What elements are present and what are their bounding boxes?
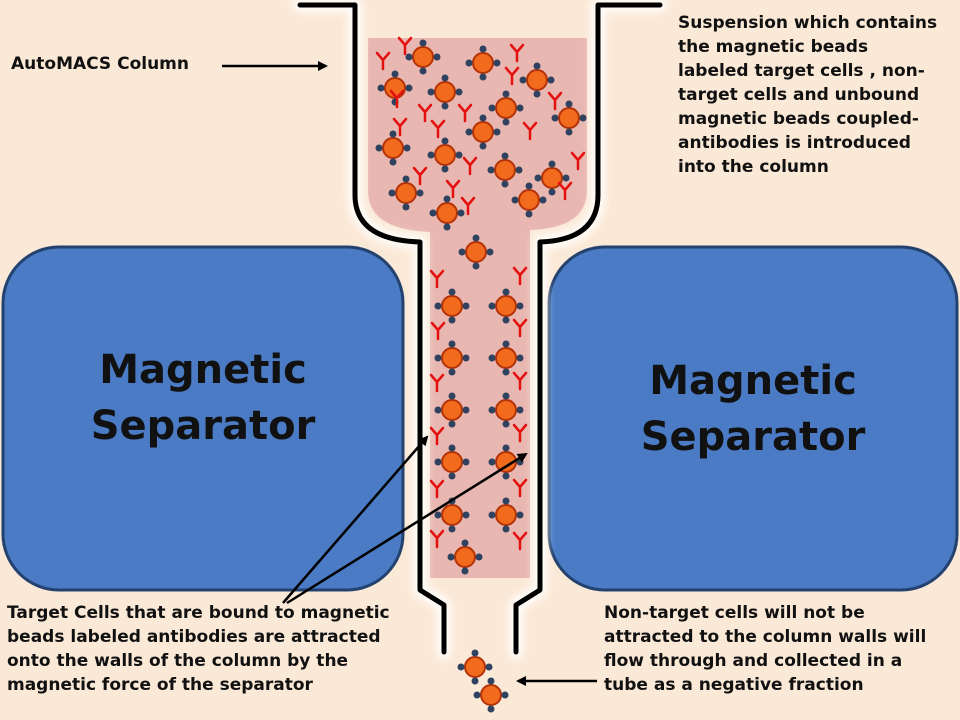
target-cell-icon [474, 678, 509, 713]
separator-left-label: Magnetic Separator [3, 342, 403, 454]
non-target-description: Non-target cells will not be attracted t… [604, 601, 944, 697]
column-label: AutoMACS Column [11, 52, 189, 76]
target-cell-icon [458, 650, 493, 685]
separator-right-label: Magnetic Separator [549, 353, 957, 465]
target-cells-description: Target Cells that are bound to magnetic … [7, 601, 407, 697]
suspension-description: Suspension which contains the magnetic b… [678, 11, 954, 179]
